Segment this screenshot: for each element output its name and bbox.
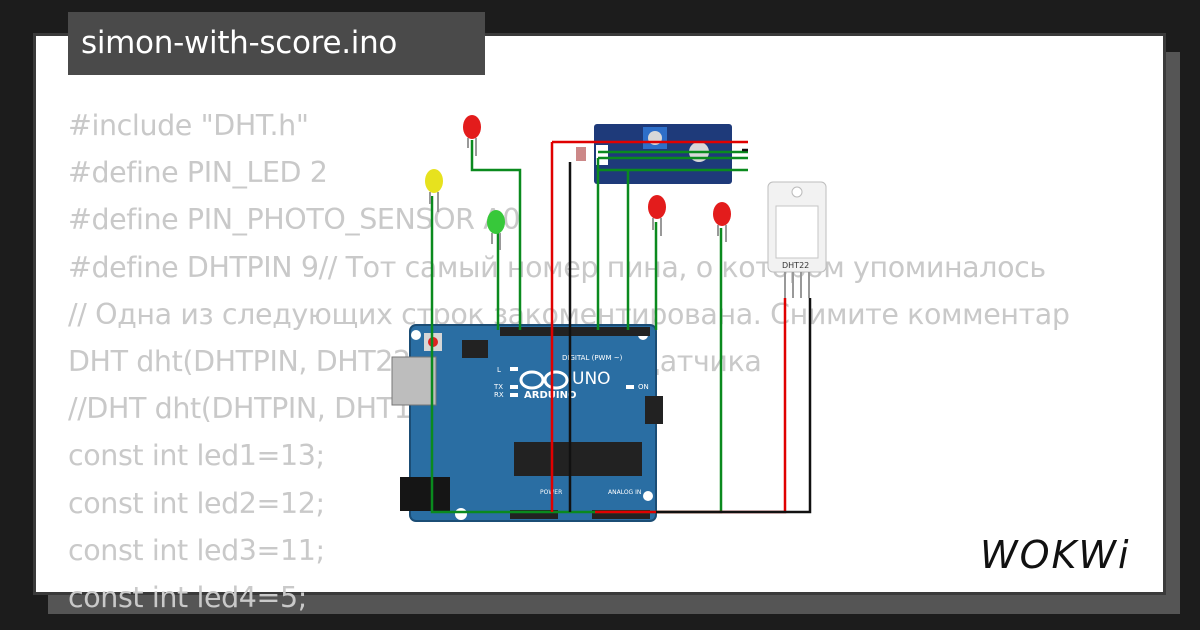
code-line: const int led4=5; (68, 580, 307, 614)
code-line: //DHT dht(DHTPIN, DHT11); (68, 392, 450, 426)
mount-hole (643, 491, 653, 501)
led-label-on: ON (638, 383, 649, 391)
analog-header (592, 510, 650, 519)
led-label-tx: TX (493, 383, 503, 391)
led-label-rx: RX (494, 391, 504, 399)
mount-hole (411, 330, 421, 340)
wire-red (550, 140, 748, 512)
code-line: const int led3=11; (68, 533, 325, 567)
code-line: #define DHTPIN 9// Тот самый номер пина,… (68, 250, 1046, 284)
mount-hole (455, 508, 467, 520)
green-led-icon[interactable] (487, 210, 505, 250)
code-line: #define PIN_LED 2 (68, 156, 328, 190)
icsp-header-2 (645, 396, 663, 424)
project-title[interactable]: simon-with-score.ino (68, 12, 485, 75)
code-line: const int led1=13; (68, 439, 325, 473)
wires[interactable] (430, 140, 812, 514)
led-label-l: L (497, 366, 501, 374)
wire-green (430, 196, 461, 514)
power-header (510, 510, 558, 519)
icsp-header (462, 340, 488, 358)
code-line: #include "DHT.h" (68, 109, 309, 142)
power-jack (400, 477, 450, 511)
atmega-chip (514, 442, 642, 476)
led-on-indicator (626, 385, 634, 389)
red-led-icon[interactable] (713, 202, 731, 242)
sensor-label: DHT22 (782, 261, 809, 270)
photoresistor (576, 147, 586, 161)
wire-black (656, 298, 812, 514)
logo-text: WOKWi (980, 533, 1131, 577)
analog-label: ANALOG IN (608, 489, 641, 496)
red-led-icon[interactable] (648, 195, 666, 236)
digital-header (500, 327, 650, 336)
yellow-led-icon[interactable] (425, 169, 443, 212)
wire-green (598, 150, 748, 160)
arduino-logo-icon (519, 370, 569, 390)
usb-port (391, 356, 437, 406)
wokwi-logo: WOKWi (980, 533, 1131, 577)
code-line: const int led2=12; (68, 486, 325, 520)
red-led-icon[interactable] (463, 115, 481, 156)
digital-label: DIGITAL (PWM ~) (562, 354, 623, 362)
wire-green (470, 140, 522, 330)
code-line: #define PIN_PHOTO_SENSOR A0 (68, 203, 521, 237)
led-tx-indicator (510, 385, 518, 389)
arduino-uno-board[interactable]: UNO ARDUINO DIGITAL (PWM ~) POWER ANALOG… (391, 324, 663, 522)
board-model: UNO (572, 369, 611, 389)
photoresistor-module[interactable] (576, 124, 732, 184)
led-rx-indicator (510, 393, 518, 397)
led-l-indicator (510, 367, 518, 371)
dht22-sensor[interactable]: DHT22 (767, 181, 827, 298)
board-brand: ARDUINO (524, 390, 576, 401)
